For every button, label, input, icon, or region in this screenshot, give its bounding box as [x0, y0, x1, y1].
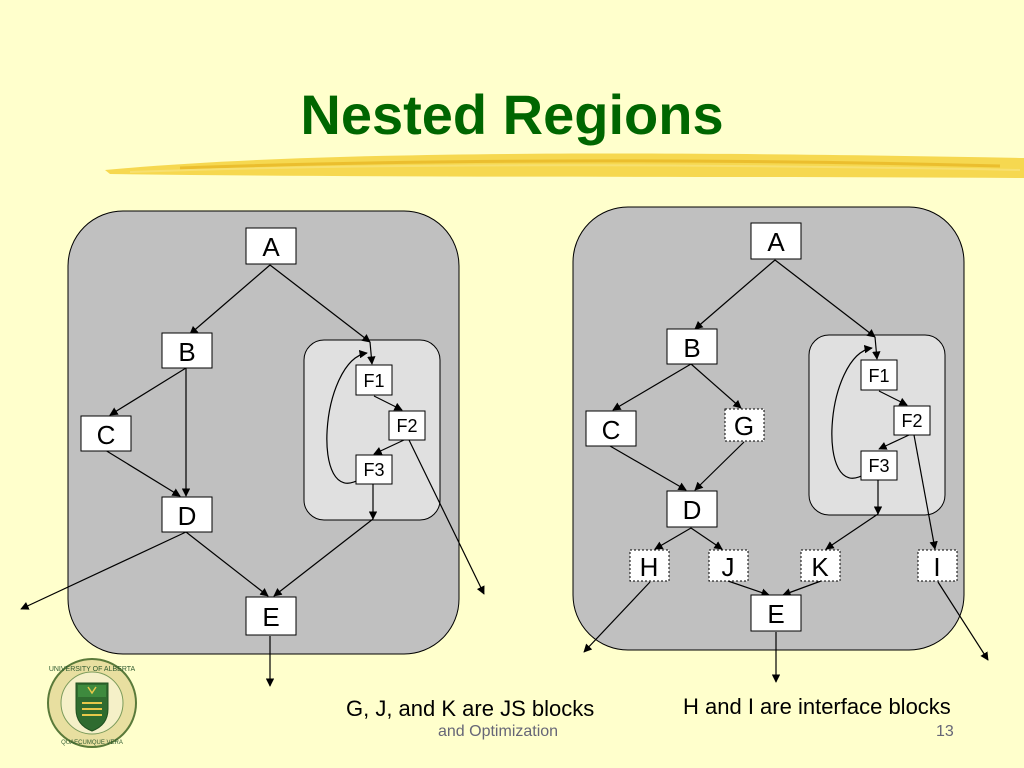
left-node-C: C: [80, 415, 132, 452]
edge-region-entry-F1: [872, 336, 881, 360]
right-node-D: D: [666, 490, 718, 528]
footer-course-title: and Optimization: [438, 723, 559, 740]
svg-text:F1: F1: [363, 371, 384, 391]
edge-B-G: [690, 363, 742, 409]
svg-text:G: G: [734, 411, 754, 441]
edge-region-entry-F1: [367, 341, 376, 365]
note-interface-blocks: H and I are interface blocks: [683, 694, 951, 719]
svg-text:H: H: [640, 552, 659, 582]
edge-A-F1: [774, 259, 876, 338]
left-node-E: E: [245, 596, 297, 636]
right-node-J: J: [708, 549, 749, 582]
edge-D-J: [690, 527, 723, 550]
edge-F3-F1-loop: [326, 349, 368, 484]
left-node-A: A: [245, 227, 297, 265]
university-crest-logo: UNIVERSITY OF ALBERTA QUAECUMQUE VERA: [47, 658, 137, 748]
right-node-C: C: [585, 410, 637, 447]
edge-B-C: [612, 363, 692, 411]
edge-F1-F2: [373, 395, 403, 411]
svg-text:F3: F3: [868, 456, 889, 476]
edge-F3-K: [825, 513, 879, 550]
svg-text:B: B: [178, 337, 195, 367]
right-node-K: K: [800, 549, 841, 582]
right-node-E: E: [750, 594, 802, 632]
svg-text:F2: F2: [396, 416, 417, 436]
edge-D-H: [654, 527, 692, 550]
edge-F2-F3: [878, 434, 910, 450]
left-node-F3: F3: [355, 454, 393, 485]
right-node-I: I: [917, 549, 958, 582]
svg-text:QUAECUMQUE VERA: QUAECUMQUE VERA: [61, 740, 123, 746]
left-node-D: D: [161, 496, 213, 533]
svg-text:K: K: [811, 552, 829, 582]
edge-D-E: [185, 531, 269, 597]
right-node-B: B: [666, 328, 718, 365]
left-node-B: B: [161, 332, 213, 369]
right-node-F2: F2: [893, 405, 931, 436]
svg-text:D: D: [178, 501, 197, 531]
right-node-H: H: [629, 549, 670, 582]
edge-D-exit: [20, 531, 187, 610]
edge-G-D: [694, 441, 745, 491]
svg-text:UNIVERSITY OF ALBERTA: UNIVERSITY OF ALBERTA: [49, 666, 136, 673]
footer-page-number: 13: [936, 723, 954, 740]
right-node-F3: F3: [860, 450, 898, 481]
left-diagram: A B C D E F1 F2 F3: [20, 210, 485, 687]
svg-text:D: D: [683, 495, 702, 525]
edge-C-D: [104, 449, 181, 497]
edge-F2-exit: [408, 439, 485, 595]
edge-I-exit: [937, 581, 989, 661]
svg-text:A: A: [767, 227, 785, 257]
svg-text:E: E: [767, 599, 784, 629]
svg-text:B: B: [683, 333, 700, 363]
svg-text:F3: F3: [363, 460, 384, 480]
slide-title: Nested Regions: [300, 83, 724, 146]
edge-C-D: [609, 445, 687, 491]
svg-text:J: J: [722, 552, 735, 582]
left-node-F2: F2: [388, 410, 426, 441]
edge-B-C: [109, 367, 187, 416]
right-diagram: A B C G D E F1 F2: [572, 206, 989, 683]
edge-J-E: [727, 580, 770, 597]
edge-H-exit: [583, 581, 651, 653]
svg-text:E: E: [262, 602, 279, 632]
right-node-F1: F1: [860, 359, 898, 391]
svg-text:I: I: [933, 552, 940, 582]
svg-text:F1: F1: [868, 366, 889, 386]
svg-text:C: C: [602, 415, 621, 445]
edge-K-E: [782, 580, 822, 597]
svg-text:C: C: [97, 420, 116, 450]
svg-text:F2: F2: [901, 411, 922, 431]
edge-F2-F3: [373, 439, 405, 455]
edge-F3-F1-loop: [831, 344, 873, 479]
svg-text:A: A: [262, 232, 280, 262]
title-underline-stroke: [105, 153, 1024, 178]
right-node-A: A: [750, 222, 802, 260]
edge-F3-E: [273, 518, 374, 597]
note-js-blocks: G, J, and K are JS blocks: [346, 696, 595, 721]
left-node-F1: F1: [355, 364, 393, 396]
left-outer-region: [67, 210, 460, 655]
right-node-G: G: [724, 408, 765, 442]
edge-A-F1: [269, 264, 371, 343]
edge-A-B: [189, 264, 271, 335]
edge-A-B: [694, 259, 776, 330]
edge-F1-F2: [878, 390, 908, 406]
edge-F2-I: [913, 434, 938, 550]
